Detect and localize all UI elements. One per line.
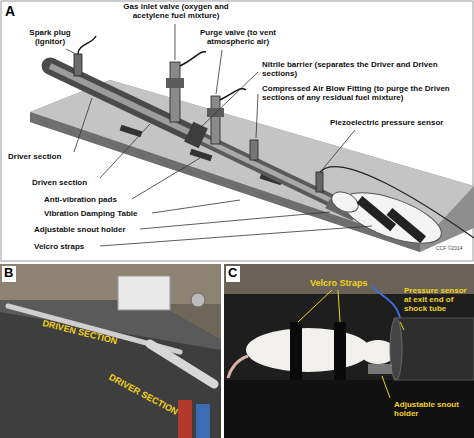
- strap-photo: [334, 322, 346, 380]
- part-label: Adjustable snout holder: [34, 225, 126, 234]
- table: [224, 380, 474, 438]
- part-label: Anti-vibration pads: [44, 195, 117, 204]
- panel-frame: [1, 1, 473, 261]
- part-label: Vibration Damping Table: [44, 209, 138, 218]
- part-label: CCF ©2014: [436, 246, 462, 252]
- panel-letter-box: [226, 266, 240, 282]
- part-label: Velcro straps: [34, 242, 84, 251]
- gas-inlet-valve: [170, 62, 180, 122]
- velcro-strap: [387, 208, 426, 243]
- rat-tail: [228, 356, 248, 378]
- panel-letter: B: [4, 266, 13, 281]
- part-label: Spark plug (Ignitor): [22, 28, 78, 46]
- purge-valve: [211, 96, 220, 144]
- part-label: Compressed Air Blow Fitting (to purge th…: [262, 84, 470, 102]
- part-label: Nitrile barrier (separates the Driver an…: [262, 60, 470, 78]
- spark-plug: [74, 54, 82, 76]
- panel-letter: A: [5, 3, 15, 19]
- wall: [0, 264, 221, 304]
- steel-table: [0, 300, 221, 438]
- panel-letter: C: [228, 266, 237, 281]
- snout-holder-photo: [368, 364, 392, 374]
- gas-cylinder: [196, 404, 210, 438]
- pressure-sensor: [316, 172, 323, 192]
- photo-background: [224, 264, 474, 438]
- cooler-box: [118, 276, 170, 310]
- panel-letter-box: [2, 266, 16, 282]
- part-label: Driven section: [32, 178, 87, 187]
- part-label: Gas inlet valve (oxygen and acetylene fu…: [118, 2, 234, 20]
- ignitor-wire: [78, 36, 96, 54]
- photo-background: [0, 264, 221, 438]
- part-label: Pressure sensor at exit end of shock tub…: [404, 286, 472, 314]
- pressure-gauge: [191, 293, 205, 307]
- air-fitting: [250, 140, 258, 160]
- valve-body: [166, 78, 184, 88]
- tube-exit: [394, 318, 474, 380]
- nitrile-barrier-flange: [184, 122, 208, 149]
- rat-head: [329, 188, 362, 216]
- strap-photo: [290, 322, 302, 380]
- leader-lines: [298, 290, 404, 398]
- table-edge: [0, 300, 221, 350]
- valve-wire: [180, 52, 206, 66]
- rat-body: [337, 182, 448, 253]
- part-label: Piezoelectric pressure sensor: [330, 118, 470, 127]
- part-label: Purge valve (to vent atmospheric air): [190, 28, 286, 46]
- table-edge: [30, 112, 420, 252]
- rat-body-photo: [246, 328, 370, 372]
- driver-tube-photo: [150, 344, 214, 384]
- part-label: Adjustable snout holder: [394, 400, 470, 418]
- part-label: Driver section: [8, 152, 61, 161]
- sensor-cable-photo: [372, 286, 400, 318]
- gas-cylinder: [178, 400, 192, 438]
- part-label: Velcro Straps: [310, 278, 368, 288]
- purge-wire: [220, 89, 246, 100]
